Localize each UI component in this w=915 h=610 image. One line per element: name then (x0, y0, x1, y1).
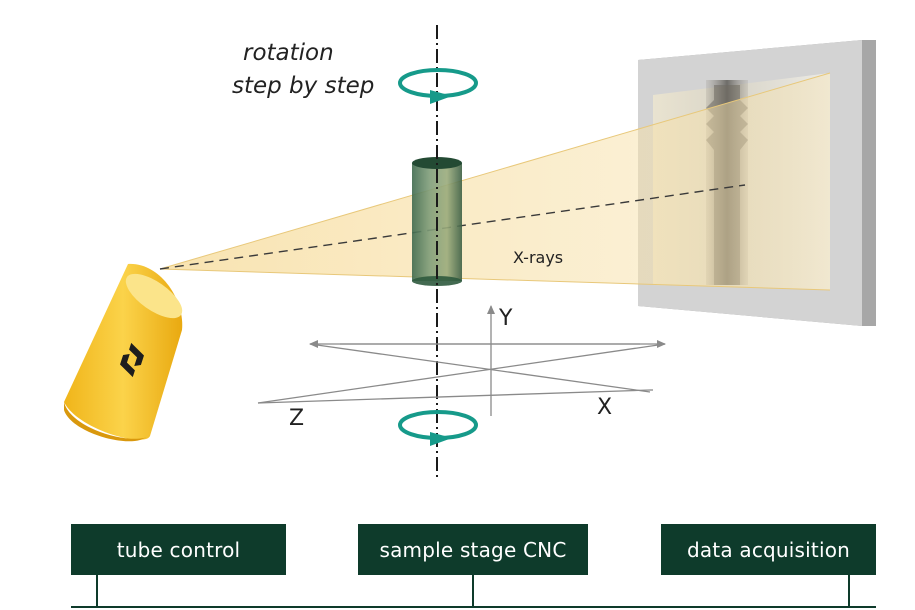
sample-stage-label: sample stage CNC (379, 537, 567, 562)
sample-stage-cnc-box: sample stage CNC (358, 524, 588, 575)
rotation-label-line2: step by step (232, 73, 374, 99)
xray-tube (64, 263, 183, 442)
axis-y-label: Y (498, 306, 513, 331)
axis-z-label: Z (289, 406, 304, 431)
tube-control-label: tube control (116, 537, 241, 562)
hexagon-logo-icon (120, 342, 144, 378)
data-acquisition-label: data acquisition (686, 537, 851, 562)
data-acquisition-box: data acquisition (661, 524, 876, 575)
tube-control-connector (96, 575, 98, 606)
rotation-label-line1: rotation (243, 40, 334, 66)
axis-x-label: X (597, 395, 612, 420)
coordinate-axes (257, 305, 666, 416)
tube-control-box: tube control (71, 524, 286, 575)
sample-stage-connector (472, 575, 474, 606)
control-bus-line (71, 606, 876, 608)
rotation-arrow-icon (398, 410, 478, 446)
xrays-label: X-rays (513, 248, 563, 267)
rotation-arrow-icon (398, 68, 478, 104)
data-acquisition-connector (848, 575, 850, 606)
xray-beam (159, 72, 831, 291)
